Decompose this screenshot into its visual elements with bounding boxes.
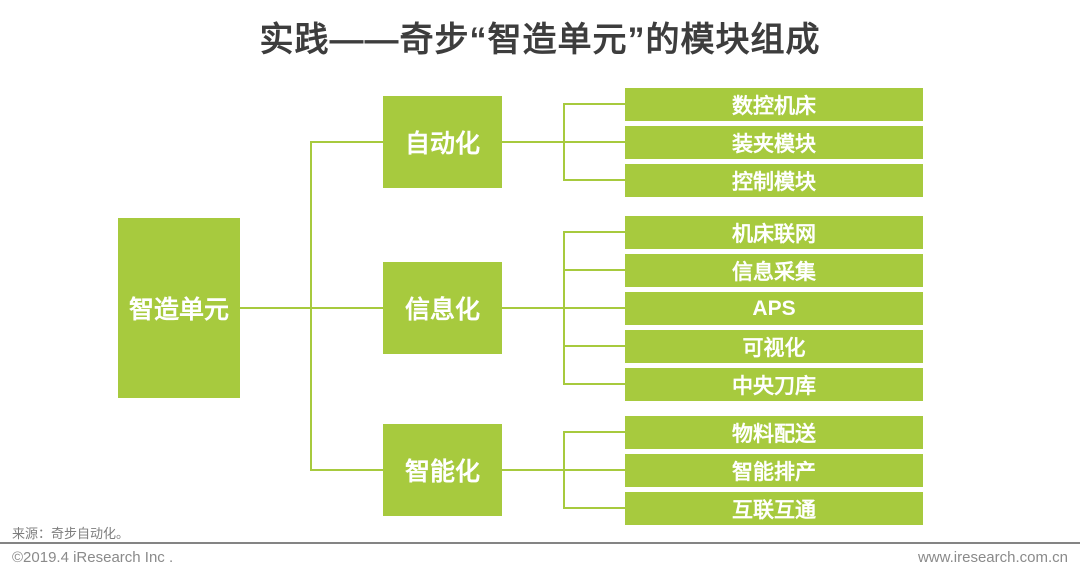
node-intelligence: 智能化 <box>383 424 502 516</box>
connector-trunk <box>310 141 312 471</box>
leaf-interconnection: 互联互通 <box>625 492 923 525</box>
node-informatization: 信息化 <box>383 262 502 354</box>
connector-stub <box>563 507 625 509</box>
leaf-smart-scheduling: 智能排产 <box>625 454 923 487</box>
leaf-machine-networking: 机床联网 <box>625 216 923 249</box>
copyright-text: ©2019.4 iResearch Inc . <box>12 549 174 566</box>
leaf-cnc-machine: 数控机床 <box>625 88 923 121</box>
connector-stub <box>563 231 625 233</box>
leaf-central-tool-magazine: 中央刀库 <box>625 368 923 401</box>
leaf-control-module: 控制模块 <box>625 164 923 197</box>
connector-stub <box>563 431 625 433</box>
connector-stub <box>563 103 625 105</box>
connector-stub <box>563 179 625 181</box>
leaf-clamping-module: 装夹模块 <box>625 126 923 159</box>
source-note: 来源：奇步自动化。 <box>12 526 130 541</box>
leaf-material-delivery: 物料配送 <box>625 416 923 449</box>
website-url: www.iresearch.com.cn <box>917 549 1068 566</box>
node-root-smart-unit: 智造单元 <box>118 218 240 398</box>
node-automation: 自动化 <box>383 96 502 188</box>
leaf-aps: APS <box>625 292 923 325</box>
connector-stub <box>563 345 625 347</box>
connector-stub <box>563 307 625 309</box>
connector-trunk-to-intelligence <box>311 469 383 471</box>
footer-bar: ©2019.4 iResearch Inc . www.iresearch.co… <box>0 549 1080 566</box>
footer-divider <box>0 542 1080 544</box>
connector-stub <box>563 469 625 471</box>
connector-stub <box>563 383 625 385</box>
connector-stub <box>563 269 625 271</box>
connector-trunk-to-automation <box>311 141 383 143</box>
page-title: 实践——奇步“智造单元”的模块组成 <box>259 21 821 59</box>
leaf-data-collection: 信息采集 <box>625 254 923 287</box>
connector-stub <box>563 141 625 143</box>
leaf-visualization: 可视化 <box>625 330 923 363</box>
